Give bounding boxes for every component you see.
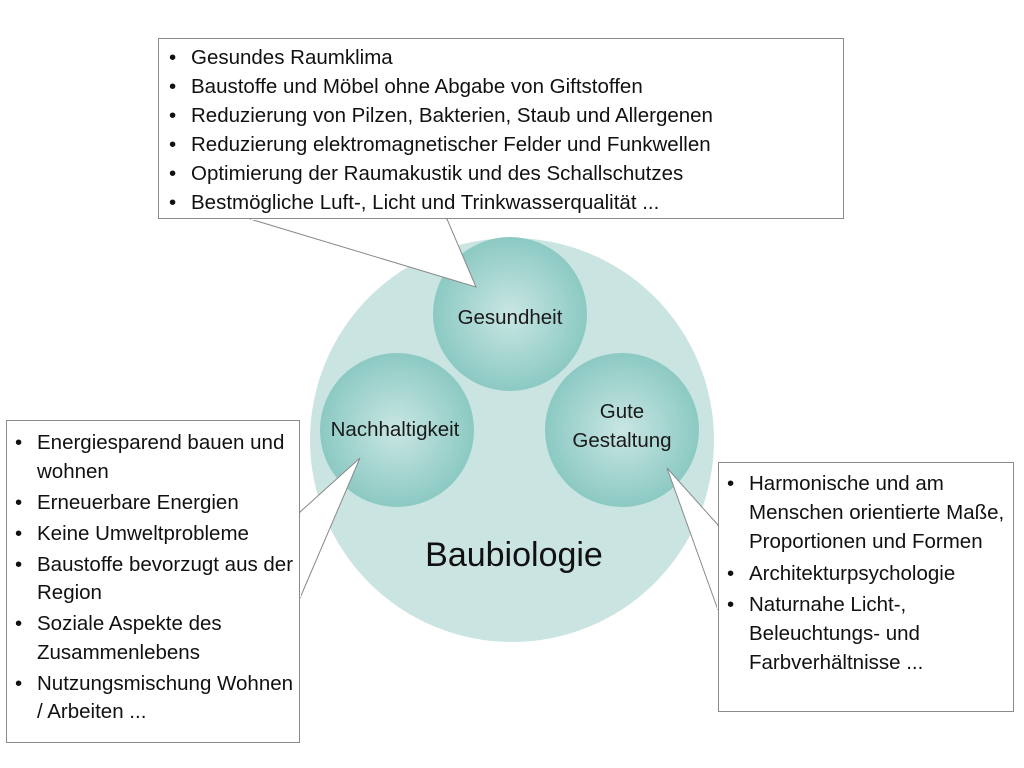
label-gute-gestaltung-line2: Gestaltung — [572, 429, 672, 452]
label-gesundheit: Gesundheit — [457, 306, 563, 329]
list-item: Energiesparend bauen und wohnen — [11, 429, 295, 486]
list-item: Soziale Aspekte des Zusammenlebens — [11, 610, 295, 667]
circle-nachhaltigkeit — [320, 353, 474, 507]
title-baubiologie: Baubiologie — [425, 536, 603, 574]
outer-circle — [310, 238, 714, 642]
callout-nachhaltigkeit-list: Energiesparend bauen und wohnen Erneuerb… — [11, 429, 295, 727]
label-gute-gestaltung: Gute Gestaltung — [546, 397, 698, 455]
list-item: Baustoffe und Möbel ohne Abgabe von Gift… — [165, 72, 837, 101]
label-gute-gestaltung-line1: Gute — [599, 400, 645, 423]
callout-gesundheit: Gesundes Raumklima Baustoffe und Möbel o… — [158, 38, 844, 219]
list-item: Architekturpsychologie — [723, 559, 1009, 588]
callout-top-pointer — [249, 218, 477, 288]
list-item: Optimierung der Raumakustik und des Scha… — [165, 159, 837, 188]
callout-gesundheit-list: Gesundes Raumklima Baustoffe und Möbel o… — [165, 43, 837, 217]
list-item: Reduzierung von Pilzen, Bakterien, Staub… — [165, 101, 837, 130]
callout-gute-gestaltung: Harmonische und am Menschen orientierte … — [718, 462, 1014, 712]
list-item: Baustoffe bevorzugt aus der Region — [11, 551, 295, 608]
label-nachhaltigkeit: Nachhaltigkeit — [330, 418, 460, 441]
list-item: Bestmögliche Luft-, Licht und Trinkwasse… — [165, 188, 837, 217]
list-item: Harmonische und am Menschen orientierte … — [723, 469, 1009, 556]
callout-nachhaltigkeit: Energiesparend bauen und wohnen Erneuerb… — [6, 420, 300, 743]
list-item: Naturnahe Licht-, Beleuchtungs- und Farb… — [723, 590, 1009, 677]
circle-gestaltung — [545, 353, 699, 507]
list-item: Erneuerbare Energien — [11, 489, 295, 518]
list-item: Keine Umweltprobleme — [11, 520, 295, 549]
list-item: Reduzierung elektromagnetischer Felder u… — [165, 130, 837, 159]
list-item: Nutzungsmischung Wohnen / Arbeiten ... — [11, 670, 295, 727]
callout-gute-gestaltung-list: Harmonische und am Menschen orientierte … — [723, 469, 1009, 677]
list-item: Gesundes Raumklima — [165, 43, 837, 72]
